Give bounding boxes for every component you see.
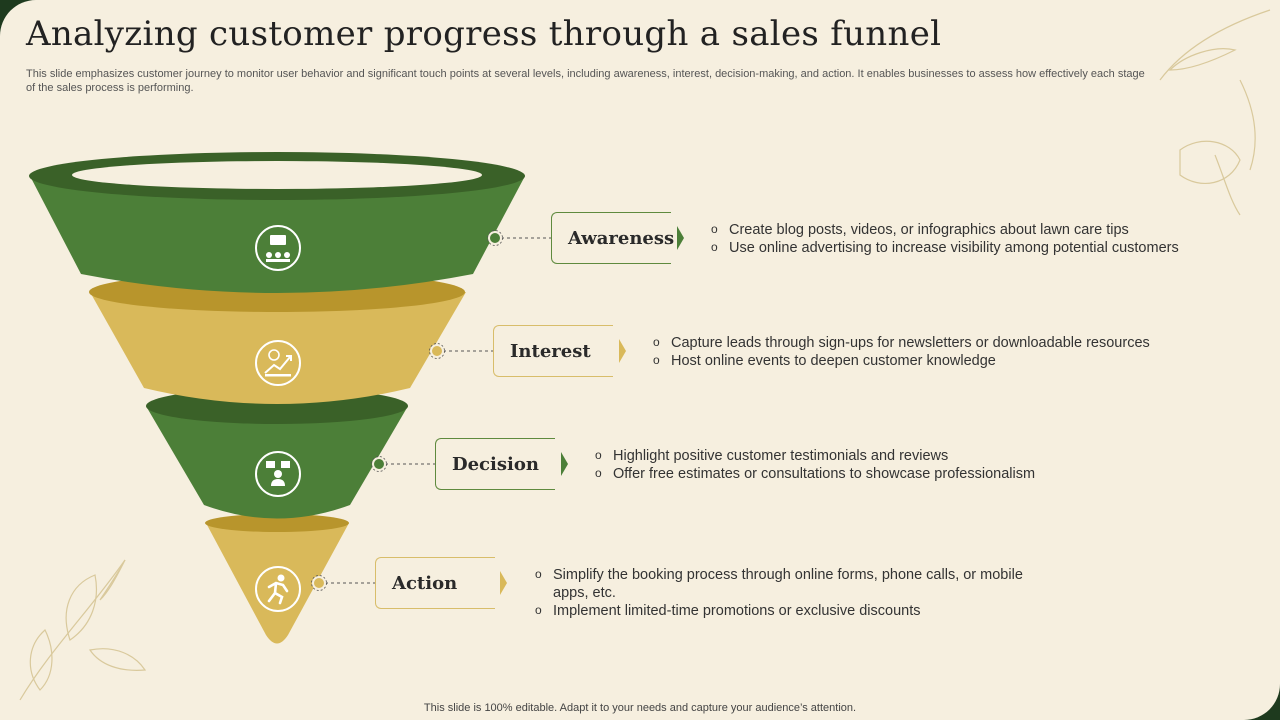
connector-decision <box>371 452 568 476</box>
stage-label-action: Action <box>375 557 495 609</box>
stage-label-awareness: Awareness <box>551 212 674 264</box>
awareness-bullets: Create blog posts, videos, or infographi… <box>711 220 1231 257</box>
page-subtitle: This slide emphasizes customer journey t… <box>26 68 1145 94</box>
growth-chart-icon <box>255 340 301 386</box>
list-item: Create blog posts, videos, or infographi… <box>711 220 1231 239</box>
stage-label-decision: Decision <box>435 438 555 490</box>
list-item: Simplify the booking process through onl… <box>535 565 1045 602</box>
action-bullets: Simplify the booking process through onl… <box>535 565 1045 620</box>
decision-person-icon <box>255 451 301 497</box>
list-item: Capture leads through sign-ups for newsl… <box>653 333 1233 352</box>
list-item: Highlight positive customer testimonials… <box>595 446 1155 465</box>
list-item: Host online events to deepen customer kn… <box>653 351 1233 370</box>
footer-note: This slide is 100% editable. Adapt it to… <box>423 702 857 714</box>
decision-bullets: Highlight positive customer testimonials… <box>595 446 1155 483</box>
leaf-decoration-bottom-left-icon <box>19 559 147 701</box>
page-title: Analyzing customer progress through a sa… <box>26 14 942 54</box>
connector-interest <box>429 339 626 363</box>
marketing-megaphone-icon <box>255 225 301 271</box>
stage-label-interest: Interest <box>493 325 613 377</box>
leaf-decoration-top-right-icon <box>1159 9 1271 216</box>
interest-bullets: Capture leads through sign-ups for newsl… <box>653 333 1233 370</box>
list-item: Implement limited-time promotions or exc… <box>535 601 1045 620</box>
list-item: Use online advertising to increase visib… <box>711 238 1231 257</box>
connector-awareness <box>487 226 684 250</box>
connector-action <box>311 571 507 595</box>
running-person-icon <box>255 566 301 612</box>
list-item: Offer free estimates or consultations to… <box>595 464 1155 483</box>
